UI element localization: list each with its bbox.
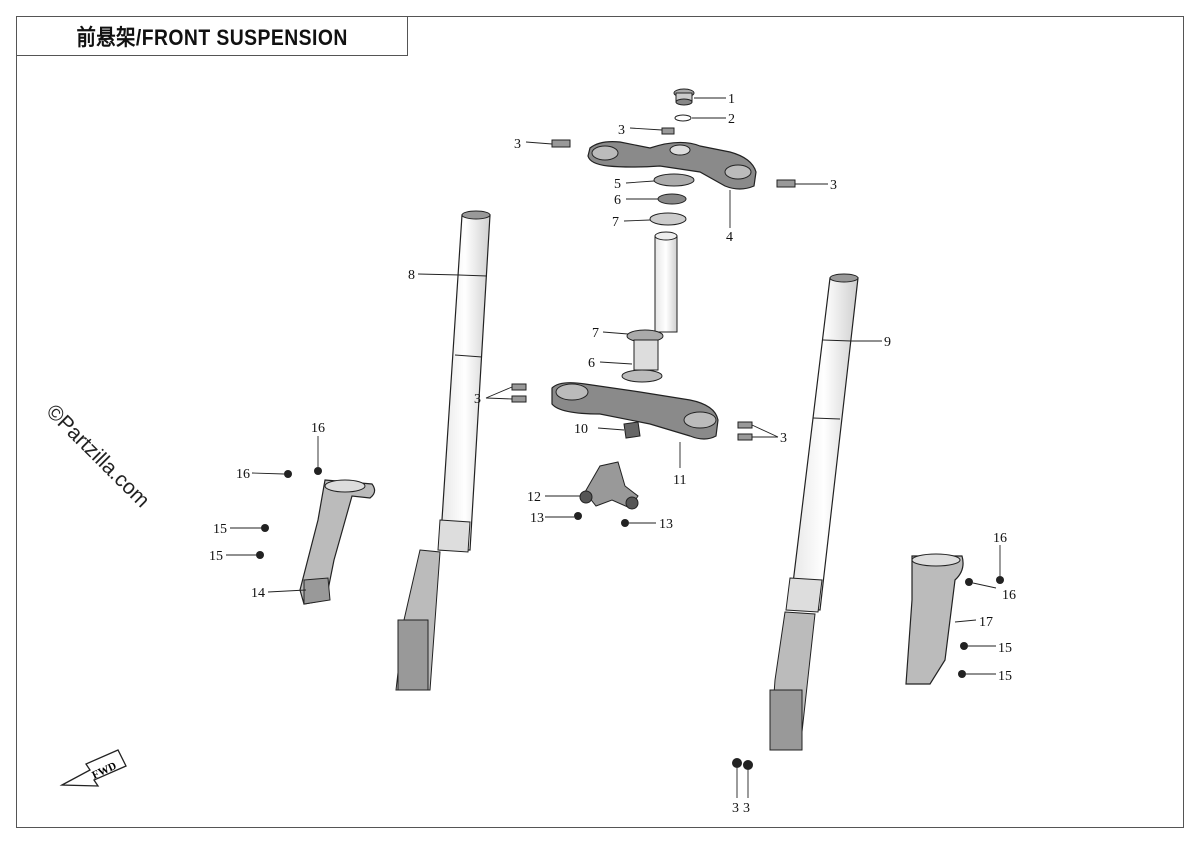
top-nut-part (673, 88, 695, 122)
fork-guard-right-part (905, 553, 1004, 685)
callout-7a: 7 (612, 215, 619, 230)
callout-4: 4 (726, 230, 733, 245)
bearing-set-upper (649, 173, 695, 226)
forward-arrow-icon: FWD (59, 749, 127, 787)
callout-17: 17 (979, 615, 993, 630)
fork-guard-left-part (256, 467, 376, 605)
callout-15b: 15 (209, 549, 223, 564)
fork-left-part (395, 210, 491, 691)
callout-11: 11 (673, 473, 686, 488)
upper-triple-clamp-part (551, 127, 796, 190)
callout-1: 1 (728, 92, 735, 107)
brake-hose-bracket-part (574, 421, 641, 527)
steering-stem-part (621, 231, 678, 383)
callout-10: 10 (574, 422, 588, 437)
callout-3a: 3 (618, 123, 625, 138)
callout-8: 8 (408, 268, 415, 283)
drawing-frame (16, 16, 1184, 828)
callout-3d: 3 (474, 392, 481, 407)
callout-2: 2 (728, 112, 735, 127)
page-title: 前悬架/FRONT SUSPENSION (76, 25, 348, 50)
callout-15c: 15 (998, 641, 1012, 656)
title-box: 前悬架/FRONT SUSPENSION (16, 16, 408, 56)
callout-3c: 3 (830, 178, 837, 193)
callout-16c: 16 (993, 531, 1007, 546)
callout-labels: 1 2 3 3 3 4 5 6 7 8 9 7 6 3 3 10 11 12 1… (209, 92, 1016, 816)
callout-3b: 3 (514, 137, 521, 152)
callout-3e: 3 (780, 431, 787, 446)
callout-15d: 15 (998, 669, 1012, 684)
callout-16a: 16 (311, 421, 325, 436)
callout-16d: 16 (1002, 588, 1016, 603)
fork-right-part (732, 273, 859, 770)
callout-3g: 3 (743, 801, 750, 816)
callout-13b: 13 (659, 517, 673, 532)
callout-6b: 6 (588, 356, 595, 371)
callout-9: 9 (884, 335, 891, 350)
lower-triple-clamp-part (511, 382, 753, 441)
callout-15a: 15 (213, 522, 227, 537)
callout-14: 14 (251, 586, 265, 601)
callout-5: 5 (614, 177, 621, 192)
callout-7b: 7 (592, 326, 599, 341)
leader-lines (226, 97, 1001, 798)
callout-3f: 3 (732, 801, 739, 816)
callout-12: 12 (527, 490, 541, 505)
callout-6a: 6 (614, 193, 621, 208)
callout-16b: 16 (236, 467, 250, 482)
callout-13a: 13 (530, 511, 544, 526)
